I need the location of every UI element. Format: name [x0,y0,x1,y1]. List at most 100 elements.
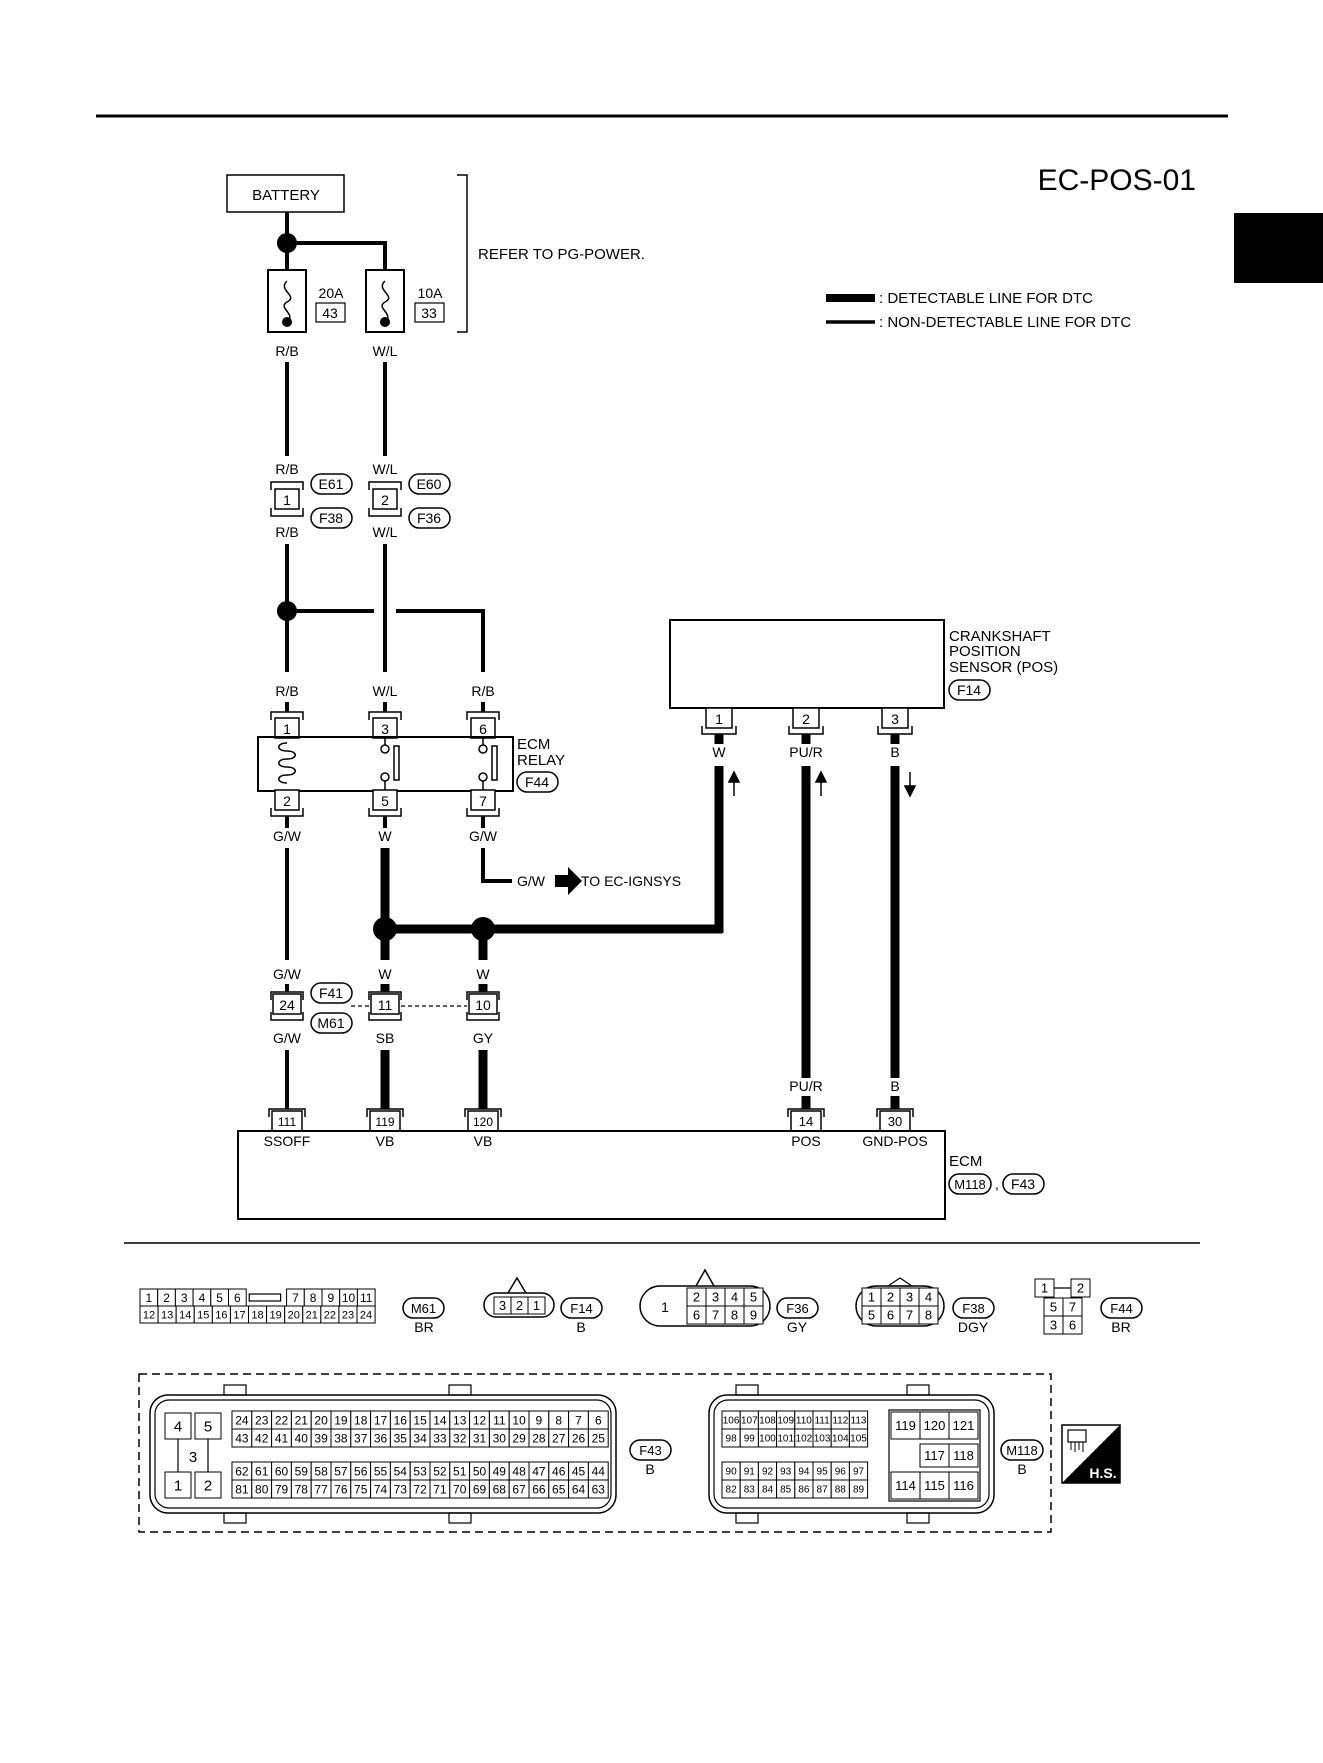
f41-pin-24: 24 [279,997,295,1013]
pos-pin-3: 3 [891,711,899,727]
connector-f44: F44 [525,774,549,790]
pin-number: 17 [233,1309,245,1321]
connector-f38: F38 [319,510,343,526]
pin-number: 2 [887,1290,894,1305]
wire-label-pur: PU/R [789,1078,822,1094]
wire-battery-branch [287,241,387,270]
wire-label-gw: G/W [273,828,302,844]
ecm-terminal-ssoff: SSOFF [264,1133,311,1149]
relay-pin-2: 2 [283,793,291,809]
pin-number: 94 [798,1467,810,1478]
pin-number: 8 [555,1413,562,1427]
ecm-relay: 1 3 6 2 5 7 [257,711,514,817]
ecm-pin-bracket [366,1108,404,1117]
pin-number: 14 [433,1413,447,1427]
latch [735,1512,759,1524]
wire-rb-branch-right [396,609,485,672]
pin-number: 96 [835,1467,847,1478]
pin-cell [194,1412,222,1440]
ecm-relay-label-1: ECM [517,736,550,753]
pin-cell [918,1305,939,1325]
pin-number: 18 [354,1413,368,1427]
pin-number: 56 [354,1464,368,1478]
connector-housing [855,1285,945,1327]
pin-number: 103 [814,1434,831,1445]
pin-cell [890,1471,921,1500]
pin-number: 3 [181,1291,188,1305]
pin-number: 53 [413,1464,427,1478]
pin-number: 63 [592,1482,606,1496]
legend-non-detectable: : NON-DETECTABLE LINE FOR DTC [879,314,1131,331]
connector-tag [1000,1439,1044,1461]
ecm-pins: 111 119 120 14 30 [268,1108,914,1132]
pin-number: 107 [741,1416,758,1427]
pin-number: 111 [814,1416,830,1427]
pin-number: 22 [324,1309,336,1321]
wire-label-w: W [476,966,490,982]
ecm-pin-119: 119 [375,1115,394,1129]
pin-cell [587,1479,609,1499]
pin-number: 2 [693,1290,700,1305]
pin-number: 16 [215,1309,227,1321]
pin-number: 64 [572,1482,586,1496]
f41-pin11-bracket-b [368,1012,402,1021]
connector-m118-tag [948,1173,992,1195]
pin-number: 5 [1050,1300,1057,1315]
pin-number: 11 [493,1413,506,1427]
pin-cell [356,1305,376,1324]
f41-pin11-box [370,993,400,1015]
connector-f44-tag [516,771,559,793]
connector-f43-tag [1002,1173,1045,1195]
wire-label-b: B [890,744,899,760]
f41-pin24-bracket [270,991,304,1000]
wire-label-gw: G/W [273,966,302,982]
pin-number: 15 [413,1413,427,1427]
connector-color: BR [414,1319,433,1335]
pin-number: 59 [295,1464,309,1478]
pin-number: 35 [394,1431,408,1445]
battery-label: BATTERY [252,187,320,204]
refer-bracket [457,174,468,333]
pin-number: 84 [762,1485,774,1496]
pin-number: 119 [895,1418,916,1433]
relay-pin-6: 6 [479,721,487,737]
connector-f36: F36 [417,510,441,526]
ecm-pin-bracket [268,1108,306,1117]
connector-color: B [1017,1461,1026,1477]
wire-gw-ignsys [481,848,512,883]
pin-number: 9 [750,1308,757,1323]
pin-number: 19 [334,1413,348,1427]
arrow-up-icon [814,770,828,796]
pin-number: 30 [493,1431,507,1445]
connector-id: M118 [1006,1443,1038,1458]
pin-number: 11 [360,1291,373,1305]
pin-number: 7 [575,1413,582,1427]
pin-number: 28 [532,1431,546,1445]
pin-number: 34 [413,1431,427,1445]
fuse-33-box [414,302,445,323]
pin-number: 29 [512,1431,526,1445]
pin-number: 7 [1069,1300,1076,1315]
pin-number: 1 [868,1290,875,1305]
connector-tag [1100,1297,1143,1319]
pin-number: 62 [235,1464,249,1478]
pin-number: 60 [275,1464,289,1478]
pin-number: 10 [342,1291,356,1305]
pin-number: 110 [796,1416,812,1427]
fuse-43-dot [282,317,292,327]
ecm-connectors-frame [138,1373,1052,1533]
pin-cell [527,1296,546,1315]
wire-label-sb: SB [376,1030,395,1046]
connector-tag [560,1297,603,1319]
pin-number: 70 [453,1482,467,1496]
f41-pin24-box [272,993,302,1015]
pin-block [888,1409,981,1502]
pin-number: 102 [796,1434,813,1445]
fuse-43-number: 43 [322,305,338,321]
pin-number: 5 [204,1418,212,1435]
pin-number: 9 [328,1291,335,1305]
